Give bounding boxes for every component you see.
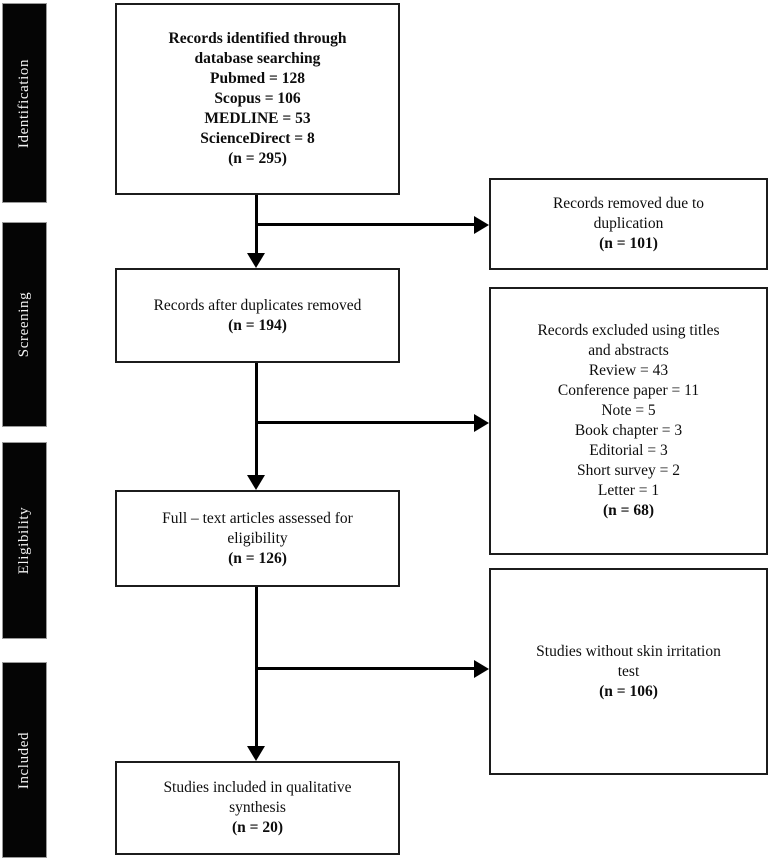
connector-dedup-to-fulltext: [255, 363, 258, 475]
arrowhead-down-icon: [247, 475, 265, 490]
box-line: Studies included in qualitative: [163, 779, 352, 796]
box-without-skin-irritation-test: Studies without skin irritation test (n …: [489, 568, 768, 775]
box-line: Records identified through: [168, 30, 347, 47]
box-excluded-titles-abstracts: Records excluded using titles and abstra…: [489, 287, 768, 555]
arrowhead-right-icon: [474, 216, 489, 234]
box-line: test: [617, 662, 640, 680]
connector-branch-duplication: [255, 223, 474, 226]
box-line-count: (n = 194): [228, 316, 287, 334]
box-line: Records after duplicates removed: [153, 296, 362, 314]
phase-bar-screening: Screening: [2, 222, 47, 427]
connector-fulltext-to-included: [255, 587, 258, 746]
arrowhead-right-icon: [474, 660, 489, 678]
phase-bar-identification: Identification: [2, 3, 47, 203]
box-line: Conference paper = 11: [557, 382, 700, 399]
box-qualitative-synthesis: Studies included in qualitative synthesi…: [115, 761, 400, 855]
box-line: Book chapter = 3: [574, 422, 683, 439]
arrowhead-right-icon: [474, 414, 489, 432]
box-line: Records removed due to: [552, 195, 705, 212]
box-line: and abstracts: [588, 342, 669, 359]
box-line: eligibility: [227, 529, 288, 547]
phase-label-identification: Identification: [16, 58, 33, 148]
box-line: Records excluded using titles: [537, 322, 720, 339]
box-line-count: (n = 106): [599, 682, 658, 700]
box-fulltext-assessed: Full – text articles assessed for eligib…: [115, 490, 400, 587]
connector-branch-excluded: [255, 421, 474, 424]
box-line: ScienceDirect = 8: [200, 130, 315, 147]
box-line-count: (n = 101): [599, 235, 658, 252]
box-line: synthesis: [229, 799, 286, 816]
box-line: duplication: [593, 215, 664, 232]
box-line: Editorial = 3: [589, 442, 668, 459]
box-line-count: (n = 295): [228, 150, 287, 167]
box-line: Short survey = 2: [576, 462, 681, 479]
box-line-count: (n = 126): [228, 549, 287, 567]
box-line-count: (n = 68): [602, 502, 655, 519]
box-line: Review = 43: [588, 362, 669, 379]
box-line: Note = 5: [601, 402, 656, 419]
phase-label-included: Included: [16, 731, 32, 789]
phase-bar-included: Included: [2, 662, 47, 858]
box-line: database searching: [194, 50, 321, 67]
box-line: MEDLINE = 53: [204, 110, 311, 127]
box-records-identified: Records identified through database sear…: [115, 3, 400, 195]
arrowhead-down-icon: [247, 746, 265, 761]
box-line-count: (n = 20): [231, 819, 284, 836]
connector-branch-no-test: [255, 667, 474, 670]
box-records-after-duplicates: Records after duplicates removed (n = 19…: [115, 268, 400, 363]
box-removed-duplication: Records removed due to duplication (n = …: [489, 178, 768, 270]
phase-bar-eligibility: Eligibility: [2, 442, 47, 639]
box-line: Scopus = 106: [214, 90, 301, 107]
phase-label-screening: Screening: [16, 291, 33, 358]
phase-label-eligibility: Eligibility: [16, 506, 32, 575]
box-line: Letter = 1: [597, 482, 660, 499]
arrowhead-down-icon: [247, 253, 265, 268]
box-line: Pubmed = 128: [210, 70, 305, 87]
box-line: Full – text articles assessed for: [162, 509, 353, 527]
box-line: Studies without skin irritation: [536, 642, 721, 660]
